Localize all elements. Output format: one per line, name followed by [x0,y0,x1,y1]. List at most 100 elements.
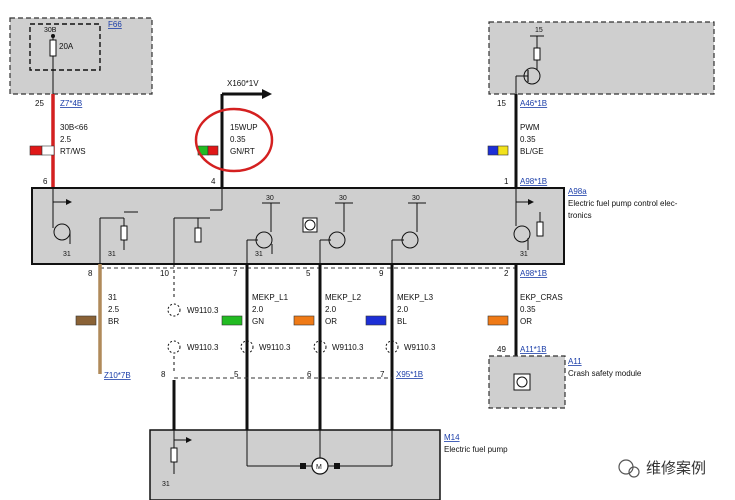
swatch-bl-l3 [365,315,387,326]
arrow-small-icon-3 [186,437,192,443]
wire-l2-size: 2.0 [325,305,337,314]
splice-label-3: W9110.3 [259,343,291,352]
motor-terminal-left [300,463,306,469]
swatch-br [75,315,97,326]
top-right-connector[interactable]: A46*1B [520,99,547,108]
wire-30b-pin: 6 [43,177,48,186]
top-right-pin: 15 [497,99,506,108]
fuse-pin: 25 [35,99,44,108]
wire-ground-color: BR [108,317,119,326]
fuse-terminal-label: 30B [44,27,57,34]
ecu-a98a: A98a Electric fuel pump control elec- tr… [31,187,678,265]
bottom-pin-7: 7 [380,370,385,379]
pin-2-connector[interactable]: A98*1B [520,269,547,278]
wire-pwm: PWM 0.35 BL/GE 1 A98*1B [487,94,547,188]
wire-15wup: X160*1V 15WUP 0.35 GN/RT 4 [194,79,274,188]
wire-30b-signal: 30B<66 [60,123,88,132]
ecu-id[interactable]: A98a [568,187,587,196]
splice-icon-4 [313,340,327,354]
swatch-gn-l1 [221,315,243,326]
swatch-rt [29,145,43,156]
splice-icon-3 [240,340,254,354]
pump-id[interactable]: M14 [444,433,460,442]
fuse-module-f66: F66 30B 20A 25 Z7*4B [9,17,153,108]
wire-mekp-l3: MEKP_L3 2.0 BL W9110.3 [365,264,436,430]
arrow-right-icon [262,89,272,99]
bottom-pin-5: 5 [234,370,239,379]
crash-module-id[interactable]: A11 [568,357,582,366]
wire-crash-color: OR [520,317,532,326]
wire-mekp-l1: MEKP_L1 2.0 GN W9110.3 [221,264,291,430]
wire-l1-signal: MEKP_L1 [252,293,289,302]
wire-15wup-signal: 15WUP [230,123,258,132]
swatch-rt-2 [207,145,219,156]
resistor-icon-2 [120,225,128,241]
wire-l3-size: 2.0 [397,305,409,314]
arrow-small-icon-2 [528,199,534,205]
splice-label-5: W9110.3 [404,343,436,352]
wire-mekp-l2: MEKP_L2 2.0 OR W9110.3 [293,264,364,430]
wire-l3-color: BL [397,317,407,326]
top-right-module: 15 15 A46*1B [488,21,715,108]
ecu-ground-3: 31 [255,251,263,258]
crash-module-name: Crash safety module [568,369,642,378]
wire-pwm-color: BL/GE [520,147,544,156]
wire-crash-connector[interactable]: A11*1B [520,345,547,354]
watermark-text: 维修案例 [646,459,706,477]
wire-ground-connector[interactable]: Z10*7B [104,371,131,380]
fuse-rating: 20A [59,42,74,51]
pin-2: 2 [504,269,509,278]
wire-pin10: W9110.3 W9110.3 [167,264,219,374]
crash-sensor-box [513,373,531,391]
pump-box [149,429,441,500]
wire-crash-size: 0.35 [520,305,536,314]
wire-30b-size: 2.5 [60,135,72,144]
swatch-ws [41,145,55,156]
ecu-ground-1: 31 [63,251,71,258]
splice-icon-5 [385,340,399,354]
watermark: 维修案例 [618,459,706,478]
wire-pwm-size: 0.35 [520,135,536,144]
swatch-bl [487,145,499,156]
arrow-small-icon [66,199,72,205]
wire-pwm-pin: 1 [504,177,509,186]
top-right-module-box [488,21,715,95]
motor-icon [304,219,316,231]
wire-l3-signal: MEKP_L3 [397,293,434,302]
crash-sensor-icon [516,376,528,388]
splice-icon-1 [167,303,181,317]
wechat-icon-2 [628,466,640,478]
wire-crash-pin: 49 [497,345,506,354]
bottom-pin-8: 8 [161,370,166,379]
motor-icon-pump [311,457,329,475]
fuse-connector[interactable]: Z7*4B [60,99,82,108]
wire-l1-size: 2.0 [252,305,264,314]
bottom-connector[interactable]: X95*1B [396,370,423,379]
wire-15wup-pin: 4 [211,177,216,186]
pin-7: 7 [233,269,238,278]
pump-resistor-icon [170,447,178,463]
wechat-icon [618,459,634,475]
pump-ground: 31 [162,481,170,488]
ecu-supply-1: 30 [266,195,274,202]
wire-ekp-cras: EKP_CRAS 0.35 OR 49 A11*1B [487,264,563,356]
wire-pwm-connector[interactable]: A98*1B [520,177,547,186]
wire-15wup-size: 0.35 [230,135,246,144]
ecu-supply-3: 30 [412,195,420,202]
ecu-name-line2: tronics [568,211,592,220]
splice-label-1: W9110.3 [187,306,219,315]
wire-30b: 30B<66 2.5 RT/WS 6 [29,94,88,188]
motor-glyph: M [316,464,322,471]
wire-pwm-signal: PWM [520,123,540,132]
resistor-icon-7 [536,221,544,237]
pump-name: Electric fuel pump [444,445,508,454]
wire-l2-signal: MEKP_L2 [325,293,362,302]
crash-module-a11: A11 Crash safety module [488,355,642,409]
fuel-pump-m14: M14 Electric fuel pump 31 M [149,429,508,500]
ecu-ground-2: 31 [108,251,116,258]
fuse-module-id[interactable]: F66 [108,20,122,29]
ecu-name-line1: Electric fuel pump control elec- [568,199,678,208]
wire-ground-size: 2.5 [108,305,120,314]
